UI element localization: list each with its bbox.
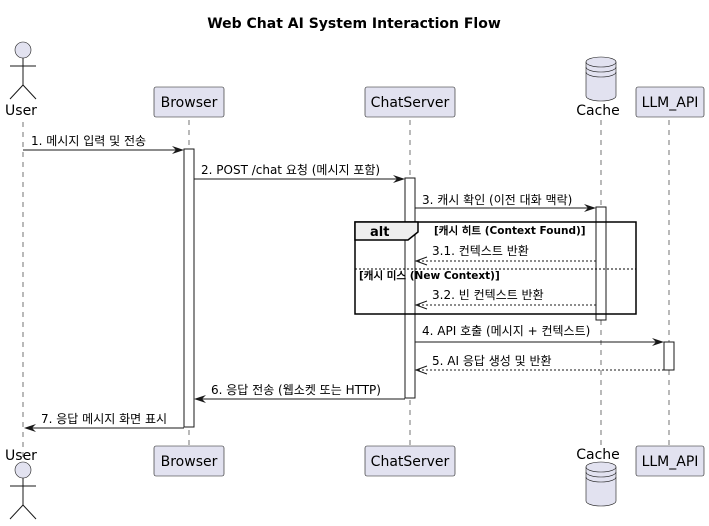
- activation-chatserver: [404, 177, 416, 399]
- message-label: 4. API 호출 (메시지 + 컨텍스트): [422, 324, 590, 338]
- actor-user-top: User: [5, 41, 37, 119]
- participant-chatserver-top: ChatServer: [364, 86, 456, 118]
- diagram-title: Web Chat AI System Interaction Flow: [207, 16, 501, 32]
- message-label: 5. AI 응답 생성 및 반환: [432, 354, 552, 368]
- participant-label-cache: Cache: [576, 447, 620, 463]
- alt-frame: [354, 221, 637, 315]
- message-2: 2. POST /chat 요청 (메시지 포함): [194, 163, 405, 183]
- participant-label-chatserver: ChatServer: [371, 95, 450, 111]
- participant-llm-api-top: LLM_API: [635, 86, 705, 118]
- participant-label-user: User: [5, 448, 37, 464]
- database-icon: [585, 62, 617, 102]
- activation-cache: [595, 206, 607, 321]
- message-label: 1. 메시지 입력 및 전송: [31, 134, 146, 148]
- actor-head-icon: [14, 461, 32, 479]
- message-5: 5. AI 응답 생성 및 반환: [414, 354, 664, 375]
- participant-label-browser: Browser: [161, 95, 218, 111]
- participant-cache-top: Cache: [576, 56, 620, 119]
- participant-cache-bottom: Cache: [576, 447, 620, 507]
- message-7: 7. 응답 메시지 화면 표시: [24, 412, 184, 432]
- activation-browser: [183, 148, 195, 428]
- alt-guard-miss: [캐시 미스 (New Context)]: [359, 269, 500, 282]
- message-3-1: 3.1. 컨텍스트 반환: [414, 244, 596, 266]
- message-6: 6. 응답 전송 (웹소켓 또는 HTTP): [194, 383, 405, 403]
- message-label: 6. 응답 전송 (웹소켓 또는 HTTP): [211, 383, 381, 397]
- database-icon: [585, 467, 617, 507]
- participant-label-cache: Cache: [576, 103, 620, 119]
- participant-label-browser: Browser: [161, 454, 218, 470]
- participant-label-chatserver: ChatServer: [371, 454, 450, 470]
- actor-user-bottom: User: [5, 448, 37, 520]
- participant-label-llm-api: LLM_API: [642, 454, 699, 470]
- participant-browser-bottom: Browser: [153, 445, 225, 477]
- alt-guard-hit: [캐시 히트 (Context Found)]: [434, 224, 586, 237]
- message-label: 3.2. 빈 컨텍스트 반환: [432, 288, 544, 302]
- actor-head-icon: [14, 41, 32, 59]
- activation-llm-api: [663, 341, 675, 371]
- participant-browser-top: Browser: [153, 86, 225, 118]
- alt-tab: [354, 221, 419, 241]
- alt-fragment: alt [캐시 히트 (Context Found)] [캐시 미스 (New …: [354, 221, 637, 315]
- alt-label: alt: [370, 225, 389, 240]
- participant-llm-api-bottom: LLM_API: [635, 445, 705, 477]
- participant-label-user: User: [5, 103, 37, 119]
- message-3-2: 3.2. 빈 컨텍스트 반환: [414, 288, 596, 310]
- message-label: 7. 응답 메시지 화면 표시: [41, 412, 167, 426]
- participant-label-llm-api: LLM_API: [642, 95, 699, 111]
- participant-chatserver-bottom: ChatServer: [364, 445, 456, 477]
- message-label: 3.1. 컨텍스트 반환: [432, 244, 529, 258]
- message-1: 1. 메시지 입력 및 전송: [23, 134, 184, 154]
- message-3: 3. 캐시 확인 (이전 대화 맥락): [415, 193, 596, 212]
- message-label: 3. 캐시 확인 (이전 대화 맥락): [422, 193, 572, 207]
- message-4: 4. API 호출 (메시지 + 컨텍스트): [415, 324, 664, 346]
- message-label: 2. POST /chat 요청 (메시지 포함): [201, 163, 380, 177]
